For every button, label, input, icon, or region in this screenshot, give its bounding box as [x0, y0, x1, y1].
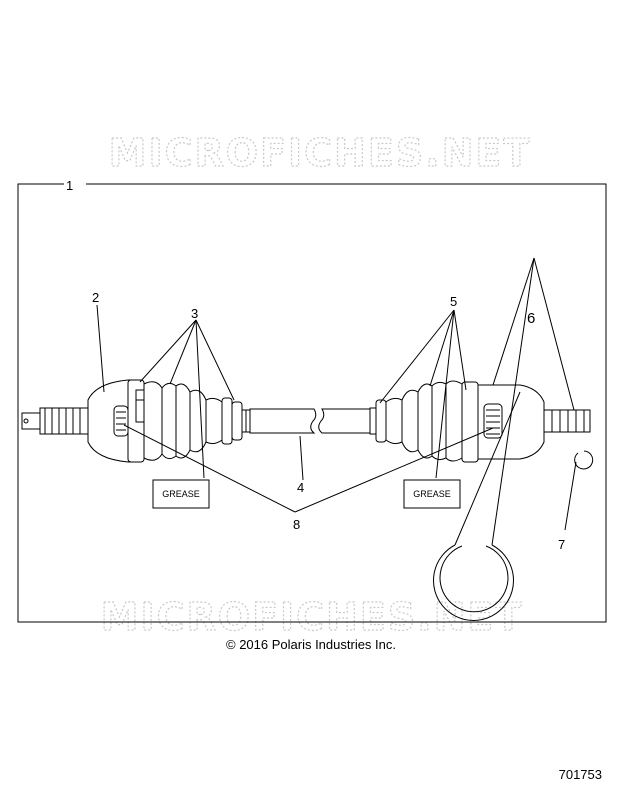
diagram-number: 701753 — [558, 767, 602, 782]
watermark-top: MICROFICHES.NET — [109, 131, 532, 175]
callout-8: 8 — [293, 517, 300, 532]
callout-4: 4 — [297, 480, 304, 495]
watermark-bottom: MICROFICHES.NET — [101, 595, 524, 639]
callout-5: 5 — [450, 294, 457, 309]
circlip — [574, 450, 594, 470]
grease-label-left: GREASE — [162, 489, 200, 499]
right-cv-joint — [461, 381, 545, 463]
leader-lines — [96, 257, 577, 546]
right-cv-boot — [369, 380, 471, 462]
right-spline-shaft — [543, 409, 591, 433]
grease-box-right: GREASE — [403, 479, 461, 509]
left-spline-shaft — [21, 407, 91, 435]
copyright-notice: © 2016 Polaris Industries Inc. — [226, 637, 396, 652]
center-shaft — [249, 408, 373, 434]
callout-7: 7 — [558, 537, 565, 552]
grease-label-right: GREASE — [413, 489, 451, 499]
callout-1: 1 — [66, 178, 73, 193]
left-cv-boot — [143, 381, 251, 461]
callout-6: 6 — [527, 310, 535, 327]
assembly-frame — [17, 183, 607, 623]
callout-3: 3 — [191, 306, 198, 321]
grease-box-left: GREASE — [152, 479, 210, 509]
callout-2: 2 — [92, 290, 99, 305]
retaining-band — [433, 544, 514, 621]
left-cv-joint — [87, 379, 145, 463]
